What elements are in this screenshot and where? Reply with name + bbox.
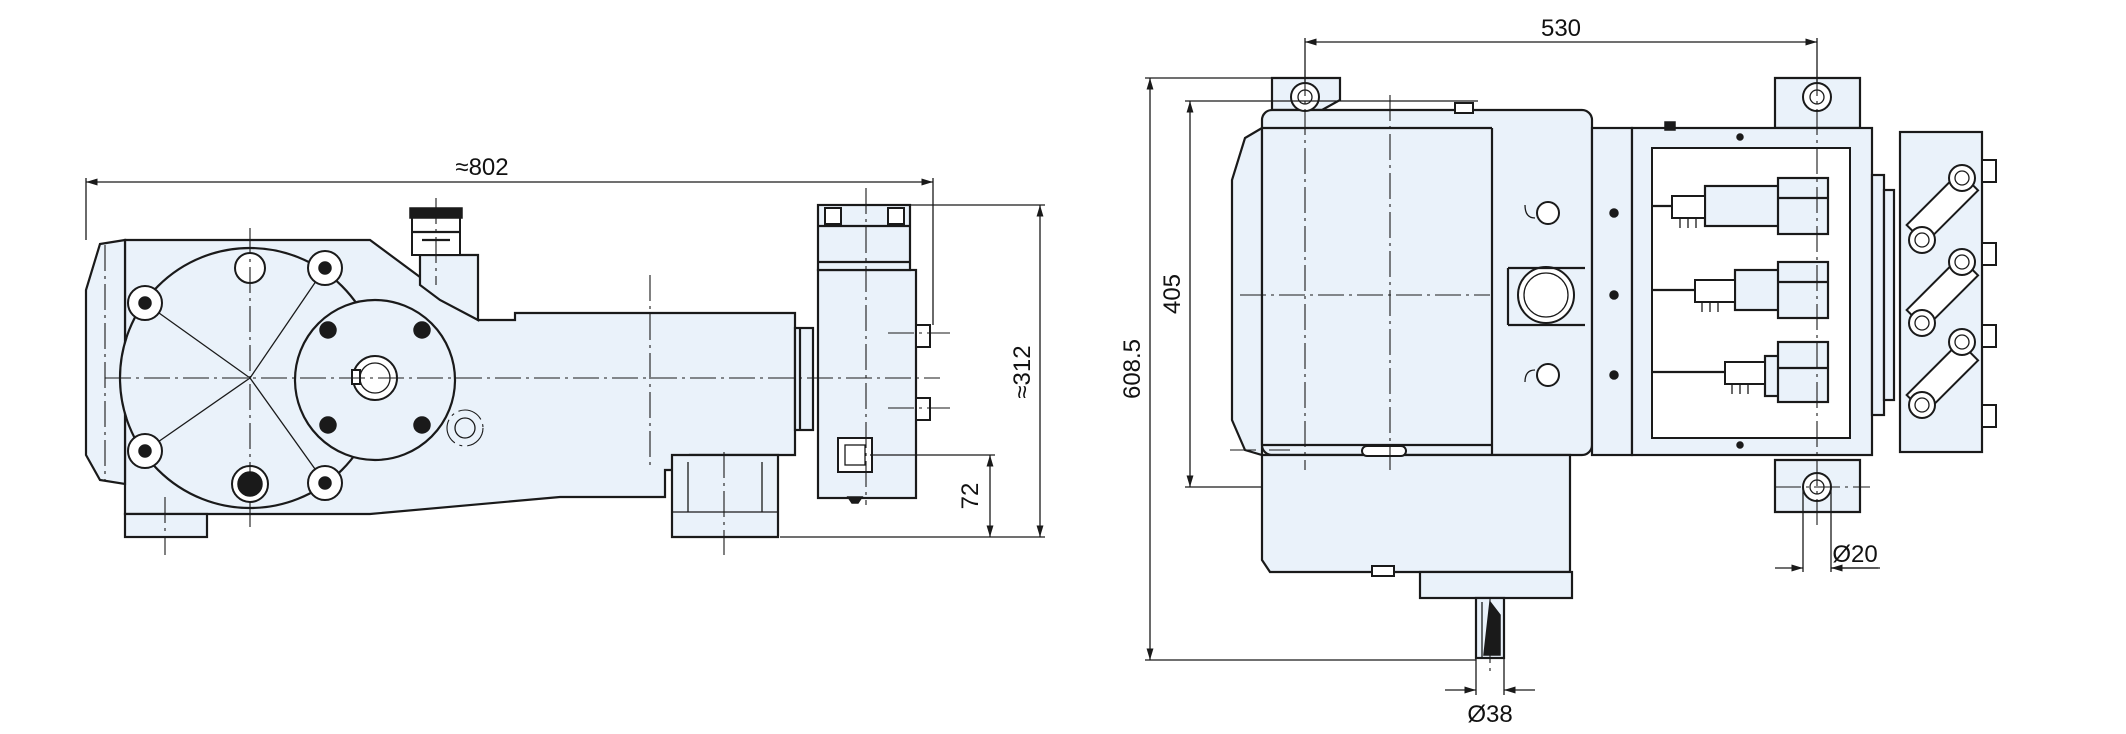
dim-side-length: ≈802	[455, 154, 508, 181]
top-plunger-1	[1671, 176, 1830, 236]
dim-top-bolt-hole: Ø20	[1832, 541, 1877, 568]
side-breather-boss	[418, 253, 480, 322]
top-oil-window	[1517, 266, 1575, 324]
top-manifold-bolts	[1981, 159, 1997, 428]
side-foot-left	[123, 512, 209, 539]
top-shaft-housing	[1418, 570, 1574, 600]
top-rear-cover	[1230, 126, 1264, 457]
side-view: ≈802 ≈312 72	[84, 154, 1045, 555]
dim-side-outlet: 72	[957, 483, 984, 510]
top-valves	[1905, 164, 1980, 419]
top-gear-housing	[1260, 453, 1572, 574]
dim-top-mount-depth: 405	[1159, 274, 1186, 314]
top-view: 530 405 608.5 Ø20 Ø38	[1119, 15, 1997, 728]
side-pump-adapter	[793, 326, 815, 432]
side-foot-right	[670, 453, 780, 539]
top-plunger-2	[1694, 260, 1830, 320]
cover-spokes	[144, 267, 326, 484]
top-plunger-3	[1724, 340, 1830, 404]
dim-top-shaft-diameter: Ø38	[1467, 701, 1512, 728]
dim-top-width: 530	[1541, 15, 1581, 42]
dim-side-height: ≈312	[1009, 345, 1036, 398]
side-outlet-port	[837, 437, 873, 473]
dim-top-overall-depth: 608.5	[1119, 339, 1146, 399]
flange-bolts	[319, 321, 431, 434]
